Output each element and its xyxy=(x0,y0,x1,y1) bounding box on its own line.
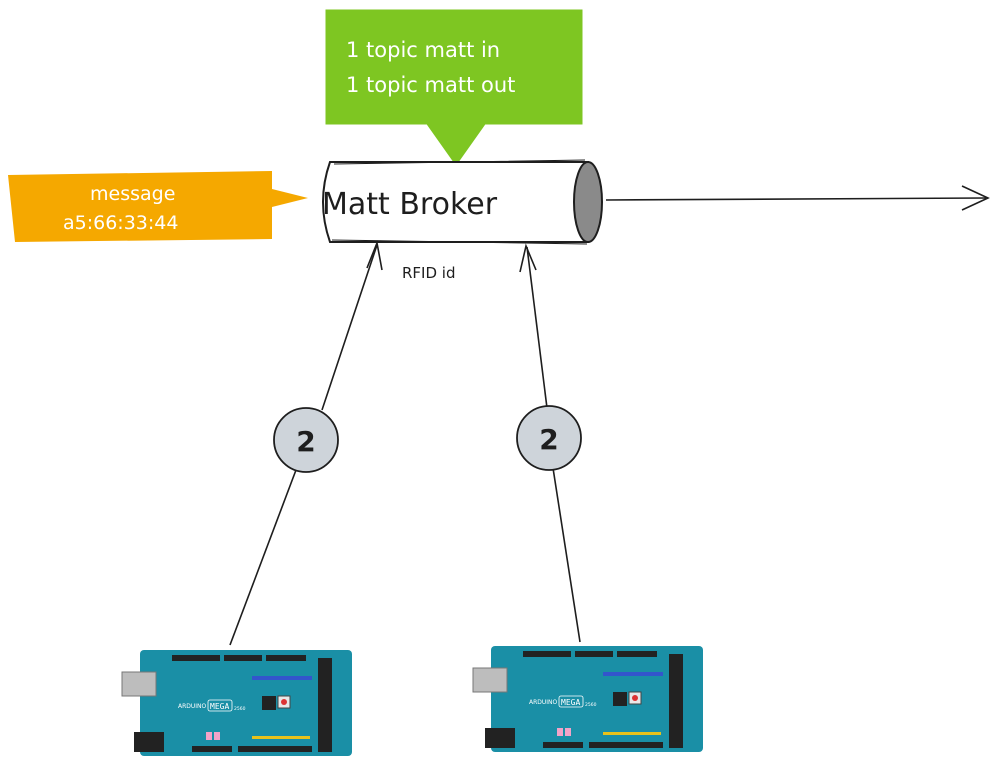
power-jack xyxy=(485,728,515,748)
broker-body-sketch xyxy=(331,159,588,245)
header-top-a xyxy=(172,655,220,661)
led-a xyxy=(557,728,563,736)
step-badge-left: 2 xyxy=(273,407,339,473)
usb-port xyxy=(472,667,508,693)
message-note-shape xyxy=(8,171,308,242)
header-top-c xyxy=(617,651,657,657)
message-note-line-2: a5:66:33:44 xyxy=(63,212,178,234)
header-top-c xyxy=(266,655,306,661)
topic-note-shape xyxy=(325,9,583,166)
message-note-line-1: message xyxy=(90,183,175,205)
topic-note-line-2: 1 topic matt out xyxy=(346,73,515,97)
message-note: message a5:66:33:44 xyxy=(8,171,308,242)
chip xyxy=(613,692,627,706)
reset-dot xyxy=(281,699,287,705)
header-top-a xyxy=(523,651,571,657)
header-bottom-a xyxy=(192,746,232,752)
led-b xyxy=(565,728,571,736)
topic-note: 1 topic matt in 1 topic matt out xyxy=(325,9,583,166)
right-connector xyxy=(519,243,581,643)
header-bottom-b xyxy=(238,746,312,752)
broker-end-cap xyxy=(573,161,603,243)
arduino-board-right: ARDUINO MEGA 2560 xyxy=(472,646,703,752)
broker-output-arrow xyxy=(605,185,990,211)
board-brand: ARDUINO xyxy=(178,703,207,710)
blue-strip xyxy=(603,672,663,676)
led-b xyxy=(214,732,220,740)
board-model: MEGA xyxy=(561,698,580,707)
broker-label: Matt Broker xyxy=(322,187,498,222)
arduino-board-left: ARDUINO MEGA 2560 xyxy=(121,650,352,756)
topic-note-line-1: 1 topic matt in xyxy=(346,38,500,62)
header-top-b xyxy=(575,651,613,657)
step-badge-right-label: 2 xyxy=(539,423,558,456)
header-bottom-a xyxy=(543,742,583,748)
left-connector xyxy=(229,240,383,646)
usb-port xyxy=(121,671,157,697)
reset-dot xyxy=(632,695,638,701)
board-model-suffix: 2560 xyxy=(234,706,246,712)
chip xyxy=(262,696,276,710)
board-model-suffix: 2560 xyxy=(585,702,597,708)
rfid-label: RFID id xyxy=(402,264,455,282)
yellow-strip xyxy=(252,736,310,739)
step-badge-right: 2 xyxy=(516,405,582,471)
broker-node: Matt Broker xyxy=(322,159,603,245)
header-right xyxy=(318,658,332,752)
blue-strip xyxy=(252,676,312,680)
header-right xyxy=(669,654,683,748)
board-model: MEGA xyxy=(210,702,229,711)
board-model-box xyxy=(558,695,584,708)
led-a xyxy=(206,732,212,740)
board-brand: ARDUINO xyxy=(529,699,558,706)
board-model-box xyxy=(207,699,233,712)
yellow-strip xyxy=(603,732,661,735)
header-bottom-b xyxy=(589,742,663,748)
power-jack xyxy=(134,732,164,752)
header-top-b xyxy=(224,655,262,661)
step-badge-left-label: 2 xyxy=(296,425,315,458)
